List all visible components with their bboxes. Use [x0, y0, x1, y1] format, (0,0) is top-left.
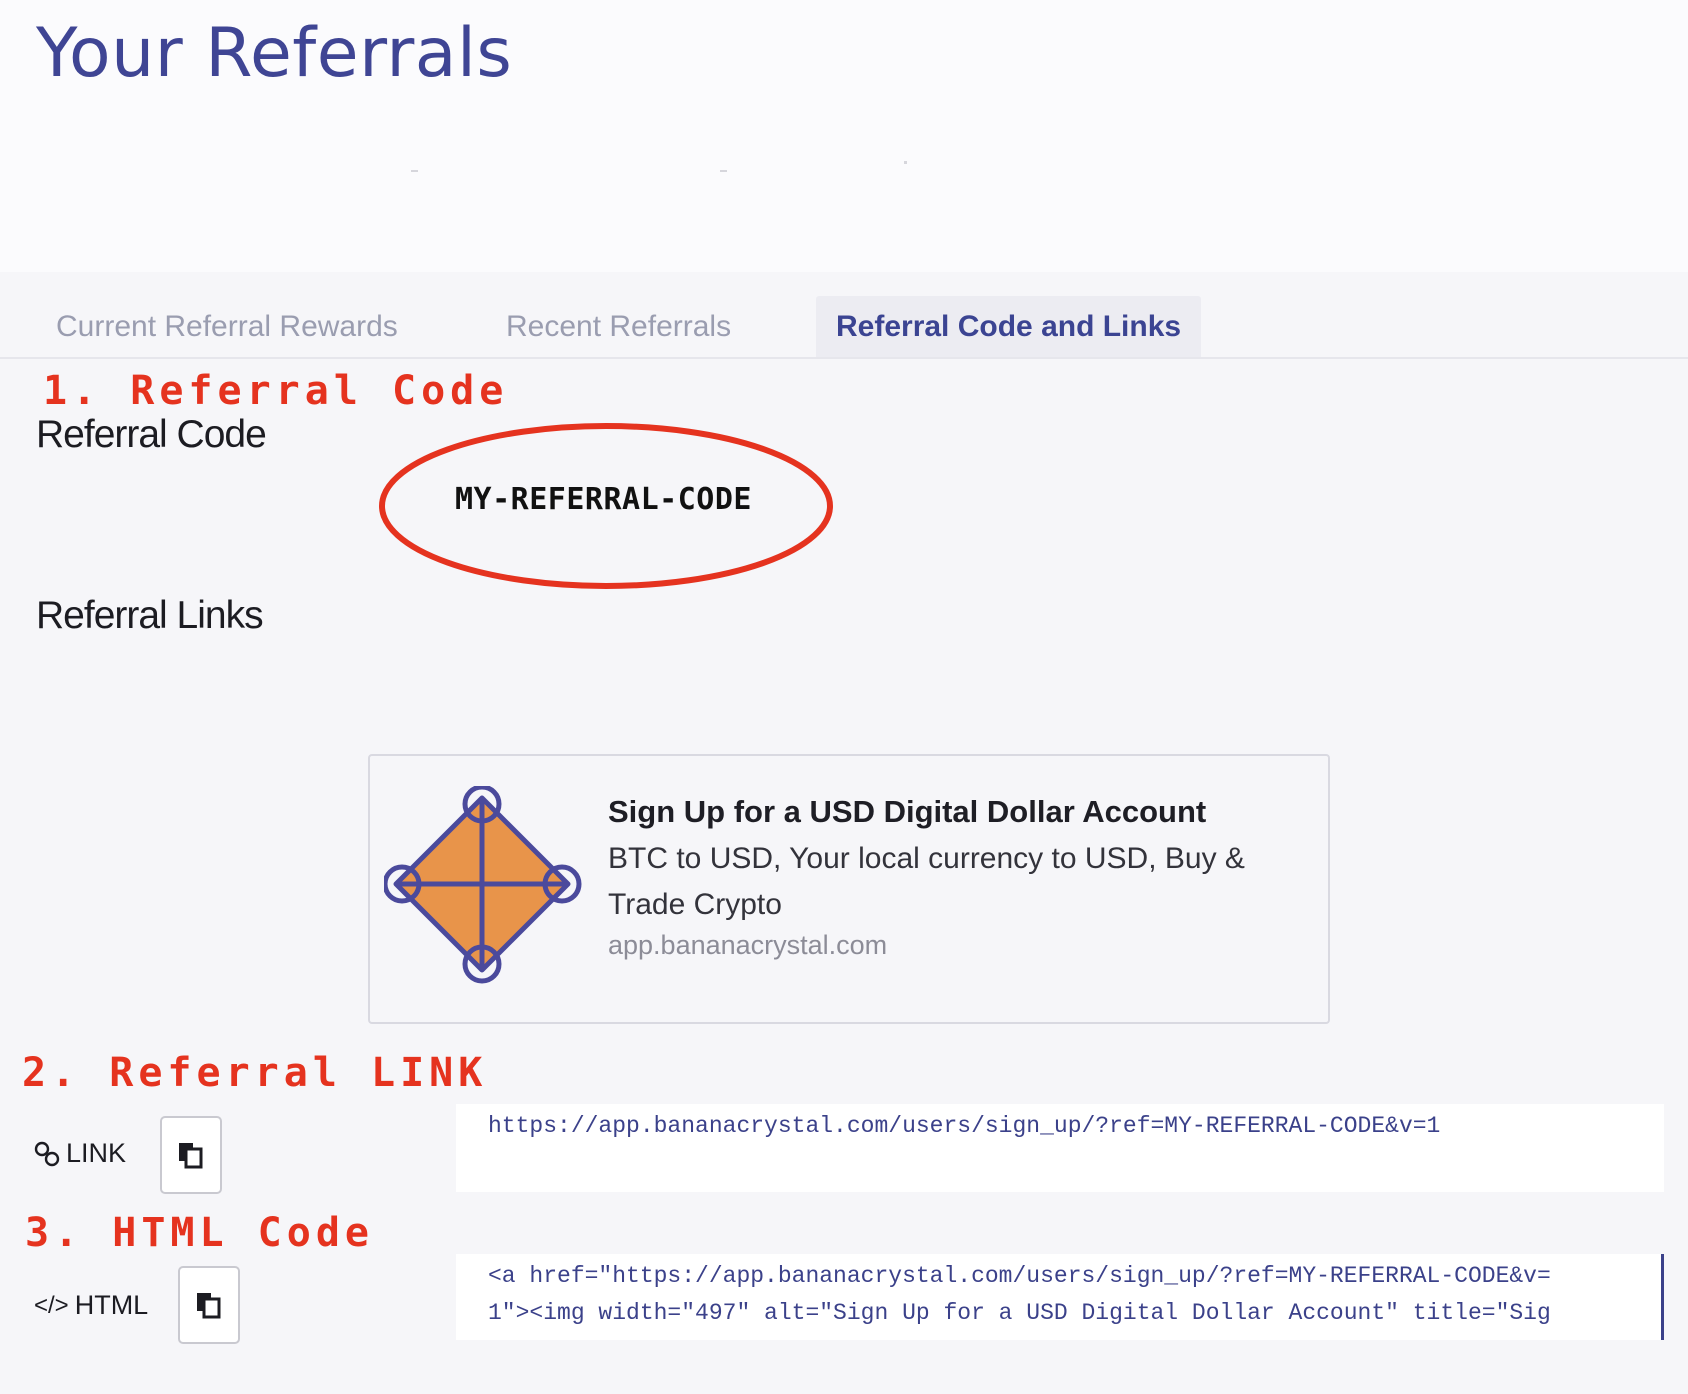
copy-icon [197, 1293, 221, 1319]
decorative-mark [411, 170, 418, 172]
copy-html-button[interactable] [178, 1266, 240, 1344]
link-row-label: LINK [34, 1138, 126, 1169]
preview-description: BTC to USD, Your local currency to USD, … [608, 842, 1245, 921]
html-label: HTML [74, 1290, 149, 1320]
referral-link-preview-card[interactable]: Sign Up for a USD Digital Dollar Account… [368, 754, 1330, 1024]
highlight-ellipse [379, 423, 833, 589]
header-band [0, 0, 1688, 272]
annotation-step-2: 2. Referral LINK [22, 1050, 488, 1096]
referral-tabs: Current Referral Rewards Recent Referral… [0, 296, 1688, 359]
tab-recent-referrals[interactable]: Recent Referrals [506, 310, 732, 343]
html-code-line: <a href="https://app.bananacrystal.com/u… [488, 1263, 1551, 1289]
link-label: LINK [66, 1138, 127, 1168]
referral-link-field[interactable]: https://app.bananacrystal.com/users/sign… [456, 1104, 1664, 1192]
referral-link-text: https://app.bananacrystal.com/users/sign… [488, 1113, 1441, 1139]
annotation-step-1: 1. Referral Code [43, 368, 509, 414]
banana-crystal-diamond-logo [384, 786, 582, 984]
html-row-label: </> HTML [34, 1290, 148, 1321]
html-code-line: 1"><img width="497" alt="Sign Up for a U… [488, 1300, 1551, 1326]
copy-icon [179, 1143, 203, 1169]
decorative-mark [904, 161, 907, 164]
page-title: Your Referrals [36, 14, 513, 93]
tab-current-referral-rewards[interactable]: Current Referral Rewards [56, 310, 398, 343]
referral-links-heading: Referral Links [36, 594, 264, 637]
decorative-mark [720, 170, 727, 172]
link-icon [34, 1141, 60, 1166]
copy-link-button[interactable] [160, 1116, 222, 1194]
code-icon: </> [34, 1291, 69, 1319]
tab-referral-code-and-links[interactable]: Referral Code and Links [816, 296, 1202, 357]
preview-domain: app.bananacrystal.com [608, 930, 888, 960]
referral-code-heading: Referral Code [36, 413, 267, 456]
referral-code-value[interactable]: MY-REFERRAL-CODE [455, 482, 752, 517]
annotation-step-3: 3. HTML Code [25, 1210, 374, 1256]
html-code-field[interactable]: <a href="https://app.bananacrystal.com/u… [456, 1254, 1664, 1340]
preview-title: Sign Up for a USD Digital Dollar Account [608, 794, 1207, 829]
